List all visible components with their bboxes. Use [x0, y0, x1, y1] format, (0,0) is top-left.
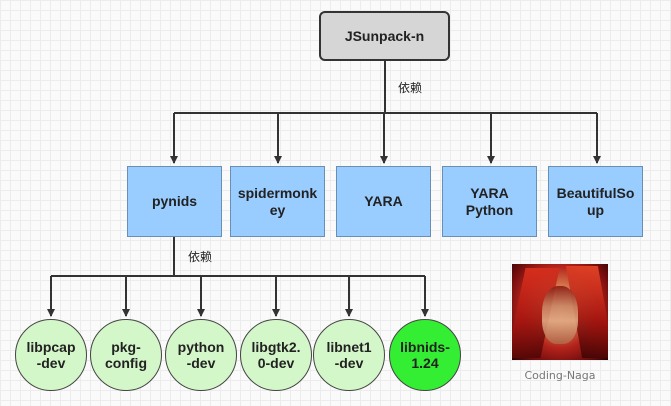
module-node-yara: YARA	[336, 166, 431, 237]
library-node-libgtk2-dev: libgtk2. 0-dev	[240, 319, 312, 391]
author-avatar-image	[512, 264, 608, 360]
library-node-pkg-config: pkg- config	[90, 319, 162, 391]
module-node-spidermonkey: spidermonk ey	[230, 166, 325, 237]
pynids-dependency-label: 依赖	[188, 250, 213, 264]
library-node-libnids: libnids- 1.24	[389, 319, 461, 391]
watermark-caption: Coding-Naga	[524, 369, 596, 382]
root-dependency-label: 依赖	[398, 81, 423, 95]
library-node-libpcap-dev: libpcap -dev	[15, 319, 87, 391]
library-node-libnet1-dev: libnet1 -dev	[313, 319, 385, 391]
root-node-jsunpack: JSunpack-n	[319, 11, 450, 61]
library-node-python-dev: python -dev	[165, 319, 237, 391]
avatar-face	[542, 286, 578, 344]
module-node-beautifulsoup: BeautifulSo up	[548, 166, 643, 237]
module-node-pynids: pynids	[127, 166, 222, 237]
module-node-yara-python: YARA Python	[442, 166, 537, 237]
